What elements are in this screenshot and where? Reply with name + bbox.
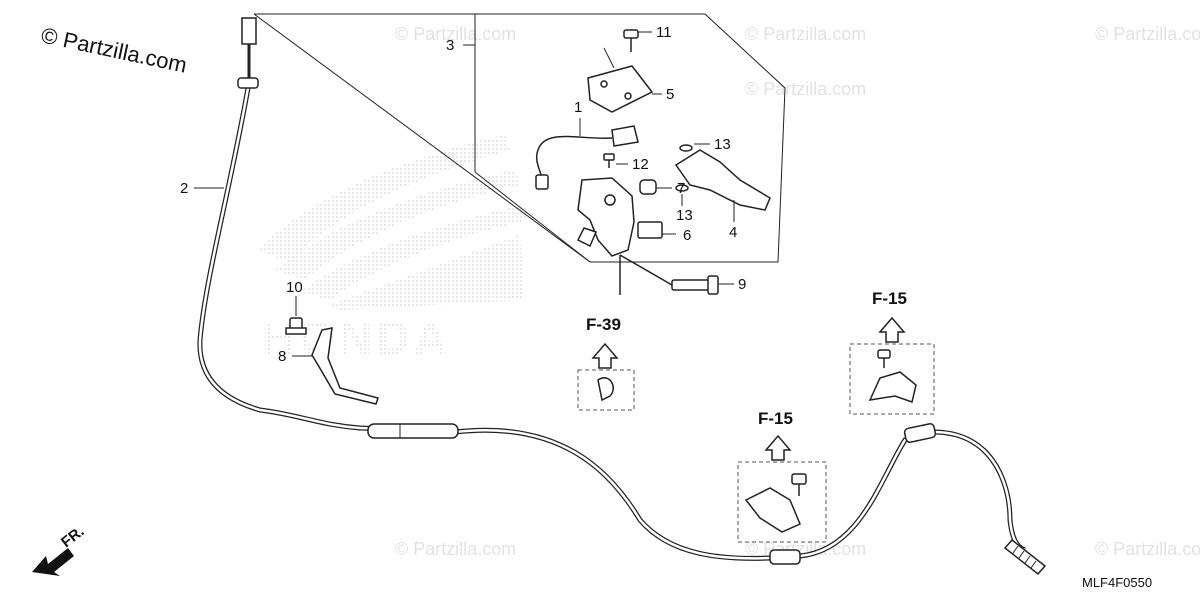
front-direction-indicator: FR. [32, 523, 88, 576]
clutch-cable [197, 17, 1047, 576]
callout-leaders [194, 31, 735, 357]
watermark-faint: © Partzilla.com [395, 539, 516, 559]
watermark-faint: © Partzilla.com [1095, 24, 1200, 44]
callout-10: 10 [286, 279, 303, 296]
callout-6: 6 [683, 227, 691, 244]
diagram-code: MLF4F0550 [1082, 575, 1152, 590]
ref-label-f39: F-39 [586, 315, 621, 334]
callouts: 1 2 3 4 5 6 7 8 9 10 11 12 13 13 [180, 24, 746, 365]
faint-watermarks: © Partzilla.com © Partzilla.com © Partzi… [395, 24, 1200, 559]
callout-11: 11 [656, 24, 672, 41]
lever-assembly [535, 29, 771, 295]
callout-8: 8 [278, 348, 286, 365]
callout-9: 9 [738, 276, 746, 293]
honda-wing-logo: HONDA [258, 135, 528, 364]
callout-4: 4 [729, 224, 737, 241]
reference-f15-upper: F-15 [849, 289, 935, 415]
cable-stay [285, 317, 379, 405]
watermark-faint: © Partzilla.com [745, 24, 866, 44]
reference-f15-lower: F-15 [737, 409, 827, 543]
ref-label-f15-upper: F-15 [872, 289, 907, 308]
callout-7: 7 [677, 180, 685, 197]
callout-5: 5 [666, 86, 674, 103]
leader-lines [253, 13, 786, 263]
callout-2: 2 [180, 180, 188, 197]
callout-13-lower: 13 [676, 207, 693, 224]
callout-1: 1 [574, 99, 582, 116]
watermark-main: © Partzilla.com [39, 22, 189, 77]
ref-label-f15-lower: F-15 [758, 409, 793, 428]
watermark-faint: © Partzilla.com [745, 79, 866, 99]
direction-label: FR. [58, 523, 88, 551]
watermark-faint: © Partzilla.com [1095, 539, 1200, 559]
watermark-faint: © Partzilla.com [395, 24, 516, 44]
callout-3: 3 [446, 37, 454, 54]
reference-f39: F-39 [577, 315, 635, 411]
callout-13-upper: 13 [714, 136, 731, 153]
callout-12: 12 [632, 156, 649, 173]
